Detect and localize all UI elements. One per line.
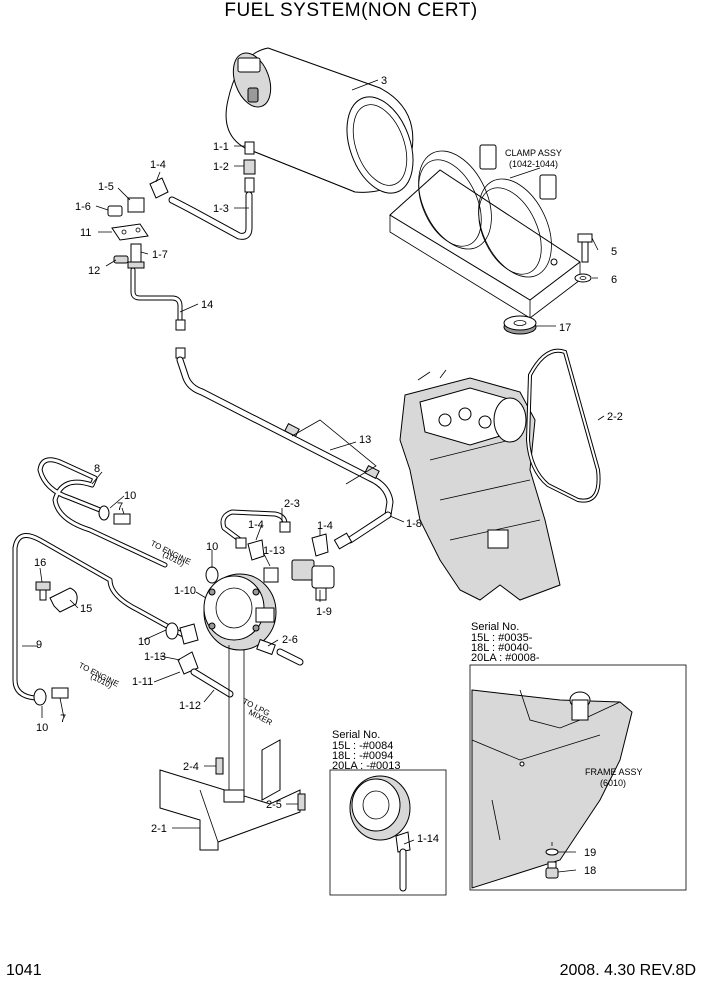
clamp-assy-ref: (1042-1044) <box>509 159 558 169</box>
callout-2-1: 2-1 <box>151 823 167 835</box>
bolt-5 <box>577 233 593 263</box>
callout-7-a: 7 <box>117 501 123 513</box>
o-ring-19 <box>545 848 559 856</box>
callout-1-7: 1-7 <box>152 249 168 261</box>
callout-1-2: 1-2 <box>213 161 229 173</box>
regulator-fittings <box>177 623 304 698</box>
callout-1-5: 1-5 <box>98 181 114 193</box>
callout-1-14: 1-14 <box>417 833 439 845</box>
callout-1-8: 1-8 <box>406 518 422 530</box>
callout-10-a: 10 <box>124 490 136 502</box>
callout-1-13-b: 1-13 <box>144 651 166 663</box>
inset-right-heading: Serial No. <box>471 621 519 633</box>
hose-clamps <box>33 505 219 706</box>
frame-assy-ref: (6010) <box>600 778 626 788</box>
callout-19: 19 <box>584 847 596 859</box>
callout-9: 9 <box>36 639 42 651</box>
fuel-hose-1-8 <box>333 511 392 550</box>
tank-fittings <box>168 141 256 240</box>
pad-17 <box>503 315 537 335</box>
frame-assy-note: FRAME ASSY <box>585 767 643 777</box>
regulator-bracket-2-1 <box>159 645 306 851</box>
inset-left-line-3: 20LA : -#0013 <box>332 760 401 772</box>
callout-10-b: 10 <box>206 541 218 553</box>
callout-3: 3 <box>381 75 387 87</box>
callout-18: 18 <box>584 865 596 877</box>
inset-left-line-2: 18L : -#0094 <box>332 750 393 762</box>
page-number: 1041 <box>6 962 42 979</box>
clip-assembly <box>35 581 78 613</box>
callout-1-3: 1-3 <box>213 203 229 215</box>
callout-2-4: 2-4 <box>183 761 199 773</box>
engine-block <box>399 369 561 601</box>
drive-belt-2-2 <box>525 348 601 503</box>
drain-plug-18 <box>545 861 559 879</box>
callout-17: 17 <box>559 322 571 334</box>
callout-1-13-a: 1-13 <box>263 545 285 557</box>
fuel-line-14 <box>130 267 186 359</box>
callout-7-b: 7 <box>60 713 66 725</box>
callout-15: 15 <box>80 603 92 615</box>
callout-2-2: 2-2 <box>607 411 623 423</box>
callout-2-3: 2-3 <box>284 498 300 510</box>
inset-right-line-1: 15L : #0035- <box>471 632 533 644</box>
callout-1-4-b: 1-4 <box>248 519 264 531</box>
inset-right-line-2: 18L : #0040- <box>471 642 533 654</box>
callout-1-12: 1-12 <box>179 700 201 712</box>
callout-14: 14 <box>201 299 213 311</box>
coolant-pipe-9 <box>12 533 188 701</box>
regulator-1-10 <box>203 573 277 651</box>
inset-right-line-3: 20LA : #0008- <box>471 652 540 664</box>
solenoid-valve-1-9 <box>291 559 335 601</box>
callout-1-10: 1-10 <box>174 585 196 597</box>
clamp-assy-note: CLAMP ASSY <box>505 148 562 158</box>
callout-10-c: 10 <box>138 636 150 648</box>
tank-bracket-fittings <box>107 177 169 269</box>
callout-1-4: 1-4 <box>150 159 166 171</box>
revision-date: 2008. 4.30 REV.8D <box>559 962 696 979</box>
fuel-hose-13 <box>176 356 394 519</box>
callout-6: 6 <box>611 274 617 286</box>
callout-13: 13 <box>359 434 371 446</box>
callout-1-11: 1-11 <box>132 676 153 688</box>
callout-2-5: 2-5 <box>266 799 282 811</box>
callout-8: 8 <box>94 463 100 475</box>
callout-1-4-c: 1-4 <box>317 520 333 532</box>
callout-5: 5 <box>611 246 617 258</box>
callout-labels: 3 1-1 1-2 1-3 1-4 1-5 1-6 11 12 1-7 14 C… <box>34 75 643 877</box>
callout-10-d: 10 <box>36 722 48 734</box>
fuel-pipe-2-3 <box>220 509 291 549</box>
callout-1-9: 1-9 <box>316 606 332 618</box>
page-title: FUEL SYSTEM(NON CERT) <box>224 0 478 21</box>
regulator-elbows <box>247 533 329 583</box>
inset-left-heading: Serial No. <box>332 729 380 741</box>
callout-1-1: 1-1 <box>213 141 229 153</box>
inset-regulator <box>349 775 411 892</box>
callout-12: 12 <box>88 265 100 277</box>
leader-lines <box>22 79 605 873</box>
inset-frame <box>471 689 633 889</box>
inset-left-line-1: 15L : -#0084 <box>332 740 393 752</box>
callout-2-6: 2-6 <box>282 634 298 646</box>
callout-1-6: 1-6 <box>75 201 91 213</box>
washer-6 <box>574 273 592 283</box>
coolant-pipe-8 <box>37 457 168 568</box>
callout-16: 16 <box>34 557 46 569</box>
lpg-tank <box>225 47 414 194</box>
callout-11: 11 <box>80 227 91 239</box>
